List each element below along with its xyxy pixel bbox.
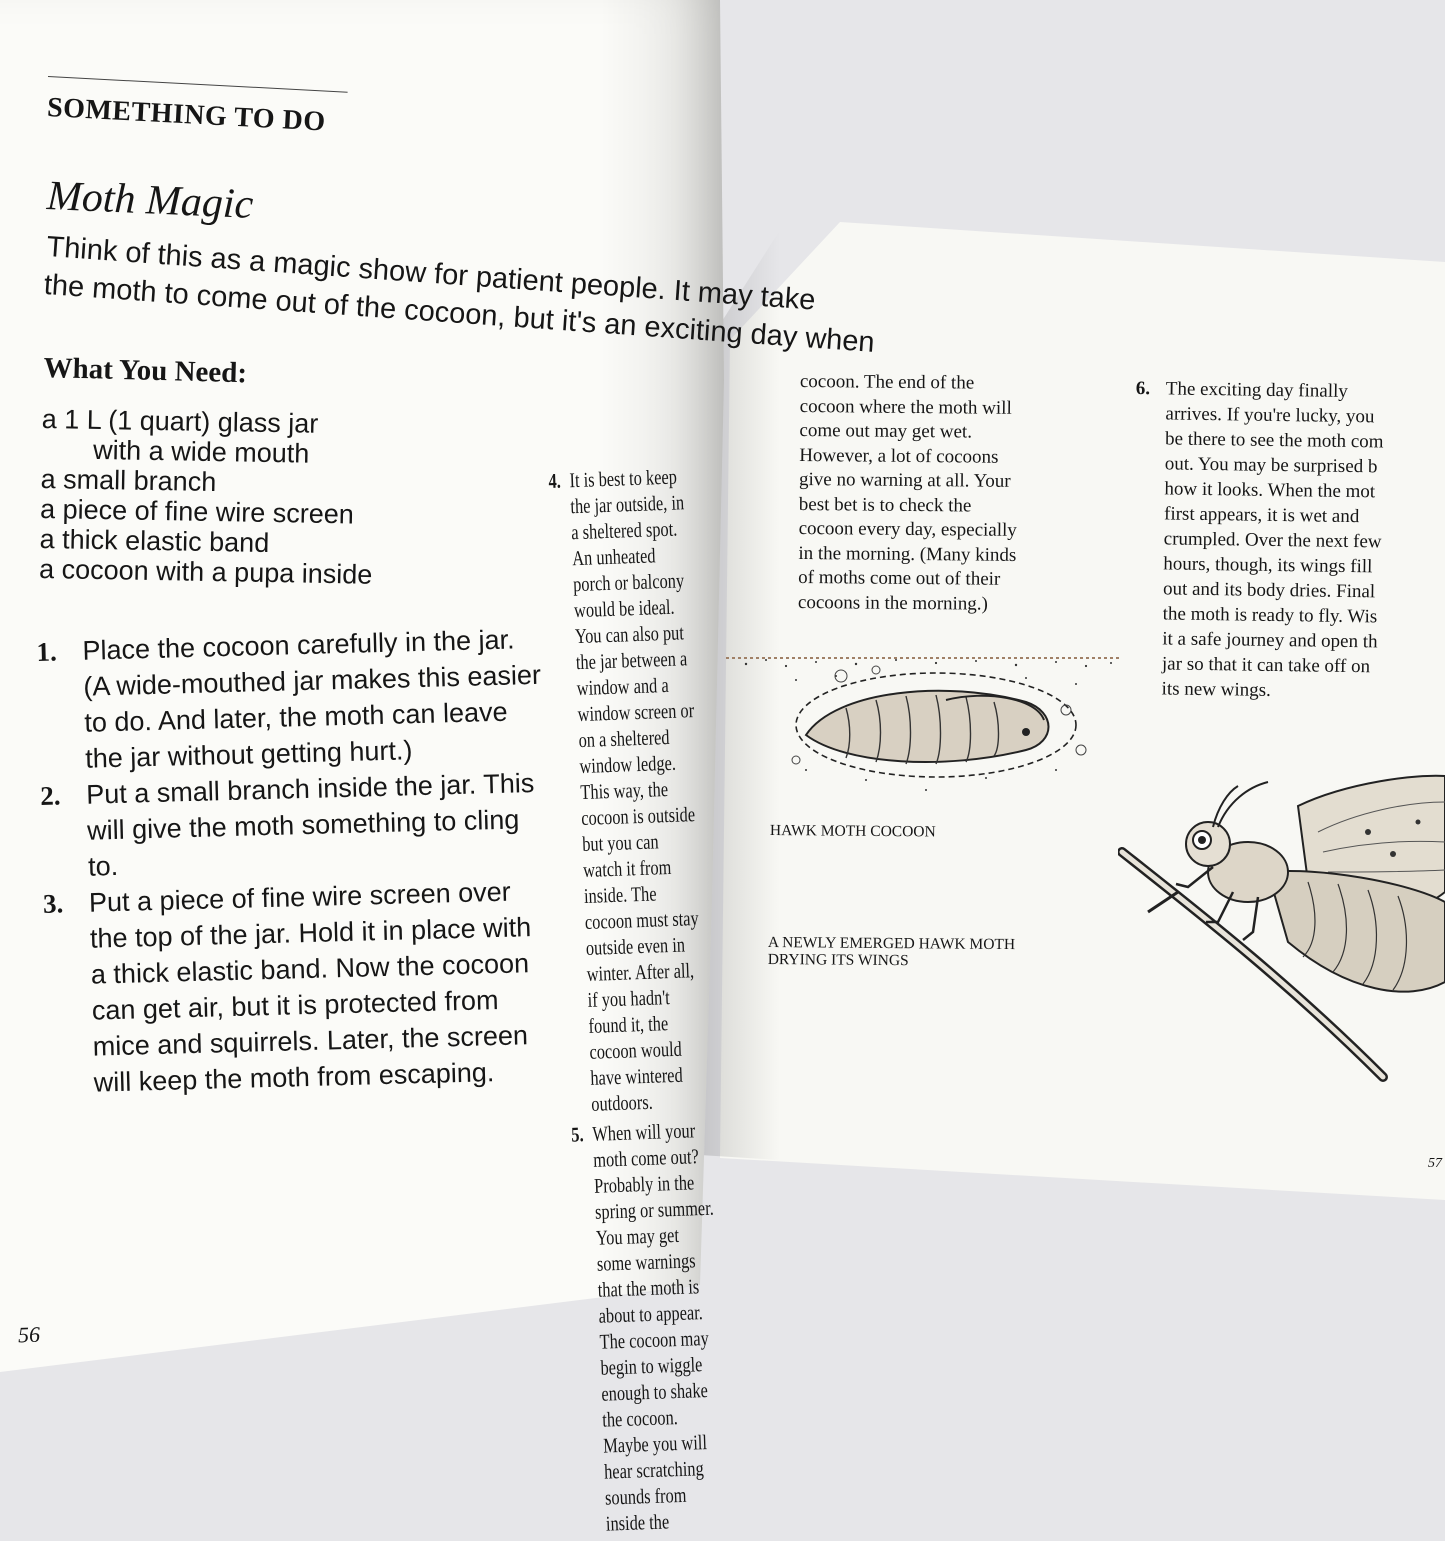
step-item: 6. The exciting day finally arrives. If … <box>1131 376 1445 706</box>
text-line: However, a lot of cocoons <box>799 444 999 468</box>
page-number-left: 56 <box>17 1321 41 1348</box>
steps-list: 1. Place the cocoon carefully in the jar… <box>36 621 554 1102</box>
step-number: 6. <box>1135 377 1151 400</box>
text-line: best bet is to check the <box>798 493 972 517</box>
step-text: The exciting day finally arrives. If you… <box>1161 376 1445 705</box>
step-text: Place the cocoon carefully in the jar. (… <box>82 624 542 774</box>
text-line: cocoon where the moth will <box>799 395 1012 419</box>
text-line: of moths come out of their <box>798 566 1001 590</box>
text-line: give no warning at all. Your <box>798 468 1011 492</box>
step-item: 5. When will your moth come out? Probabl… <box>571 1117 726 1538</box>
step-item: 2. Put a small branch inside the jar. Th… <box>40 765 549 886</box>
page-title: Moth Magic <box>45 172 255 228</box>
step-text: It is best to keep the jar outside, in a… <box>569 464 700 1116</box>
moth-illustration <box>1118 774 1445 1082</box>
text-line: in the morning. (Many kinds <box>798 542 1017 566</box>
left-page <box>0 0 724 1372</box>
step-number: 2. <box>39 780 61 811</box>
step-text: Put a small branch inside the jar. This … <box>85 768 535 882</box>
step-item: 1. Place the cocoon carefully in the jar… <box>36 621 546 778</box>
cocoon-caption: HAWK MOTH COCOON <box>769 822 936 841</box>
step-text: When will your moth come out? Probably i… <box>591 1118 715 1536</box>
text-line: come out may get wet. <box>799 419 973 443</box>
caption-line: DRYING ITS WINGS <box>767 950 909 970</box>
step-text: Put a piece of fine wire screen over the… <box>88 876 532 1098</box>
text-line: cocoon. The end of the <box>799 370 975 394</box>
step-item: 3. Put a piece of fine wire screen over … <box>43 873 554 1102</box>
material-item: a cocoon with a pupa inside <box>38 553 373 590</box>
materials-list: a 1 L (1 quart) glass jar with a wide mo… <box>39 404 375 590</box>
cocoon-illustration <box>726 657 1121 791</box>
material-item: a 1 L (1 quart) glass jar <box>41 404 319 439</box>
page-number-right: 57 <box>1428 1156 1442 1171</box>
text-line: cocoons in the morning.) <box>797 591 989 615</box>
text-line: its new wings. <box>1161 678 1272 701</box>
right-column-text: cocoon. The end of the cocoon where the … <box>798 370 1018 617</box>
step-number: 3. <box>42 888 64 919</box>
moth-caption: A NEWLY EMERGED HAWK MOTH DRYING ITS WIN… <box>768 934 1015 970</box>
step-six: 6. The exciting day finally arrives. If … <box>1131 376 1445 706</box>
page-curl-shade <box>600 0 724 1300</box>
materials-heading: What You Need: <box>43 352 248 390</box>
text-line: cocoon every day, especially <box>798 517 1017 541</box>
caption-line: A NEWLY EMERGED HAWK MOTH <box>767 934 1016 954</box>
step-number: 1. <box>36 636 58 667</box>
step-item: 4. It is best to keep the jar outside, i… <box>548 463 711 1118</box>
